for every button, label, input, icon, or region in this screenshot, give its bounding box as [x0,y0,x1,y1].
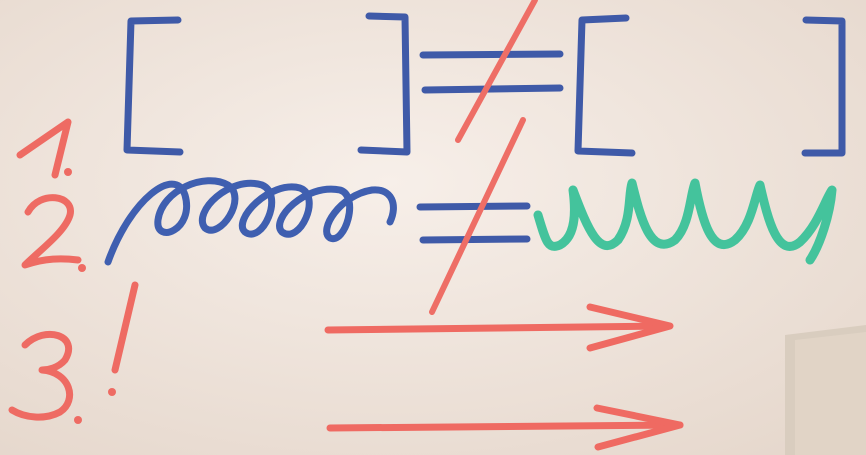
left-bracket-pair-row1 [123,12,411,156]
wavy-zigzag-row2 [533,178,837,265]
slash-row2-not-equal [429,117,526,315]
red-arrow-upper [324,303,674,352]
red-arrow-lower [326,404,684,451]
not-equal-sign-row1 [419,50,564,94]
row-number-1-text: 1. [20,125,53,170]
not-equal-sign-row2 [416,202,531,244]
row-number-2 [21,194,86,272]
row-number-3-text: 3. [15,345,48,390]
slash-row1-not-equal [455,0,538,143]
row-number-1 [16,118,72,179]
exclamation-text: ! [110,300,127,369]
row-number-3 [8,330,82,424]
loopy-scribble-row2 [104,177,397,266]
row-number-2-text: 2. [22,205,55,250]
exclamation-mark [108,281,139,396]
right-bracket-pair-row1 [574,14,846,157]
